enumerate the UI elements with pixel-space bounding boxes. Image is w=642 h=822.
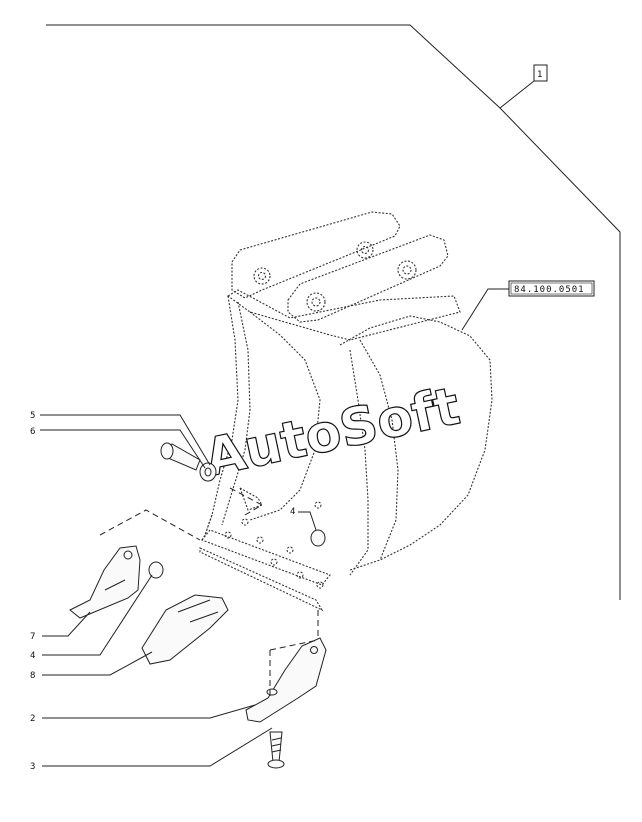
leader-lines — [40, 414, 317, 767]
watermark-text: AutoSoft — [200, 377, 465, 489]
assembly-frame — [46, 24, 621, 600]
nut-part — [310, 529, 326, 547]
callout-3: 3 — [30, 762, 35, 772]
assembly-tag: 1 — [533, 64, 548, 82]
callout-8: 8 — [30, 671, 35, 681]
callout-5: 5 — [30, 411, 35, 421]
callout-6: 6 — [30, 427, 35, 437]
main-tooth-part-2 — [245, 637, 327, 723]
assembly-tag-label: 1 — [537, 70, 542, 80]
bolt-part — [160, 442, 201, 471]
assembly-guides — [99, 487, 319, 700]
callout-2: 2 — [30, 714, 35, 724]
tooth-adapter-part-8 — [141, 594, 229, 665]
callout-4-second: 4 — [30, 651, 35, 661]
callout-7: 7 — [30, 632, 35, 642]
nut-part-2 — [148, 561, 164, 579]
callout-4: 4 — [290, 507, 295, 517]
countersunk-bolt-part-3 — [267, 731, 285, 769]
reference-box: 84.100.0501 — [461, 280, 595, 331]
bucket-outline — [199, 211, 493, 612]
side-tooth-part-7 — [69, 545, 141, 619]
washer-part — [199, 462, 217, 482]
callout-labels: 5 6 4 7 4 8 2 3 — [30, 411, 295, 772]
reference-box-label: 84.100.0501 — [514, 285, 585, 295]
